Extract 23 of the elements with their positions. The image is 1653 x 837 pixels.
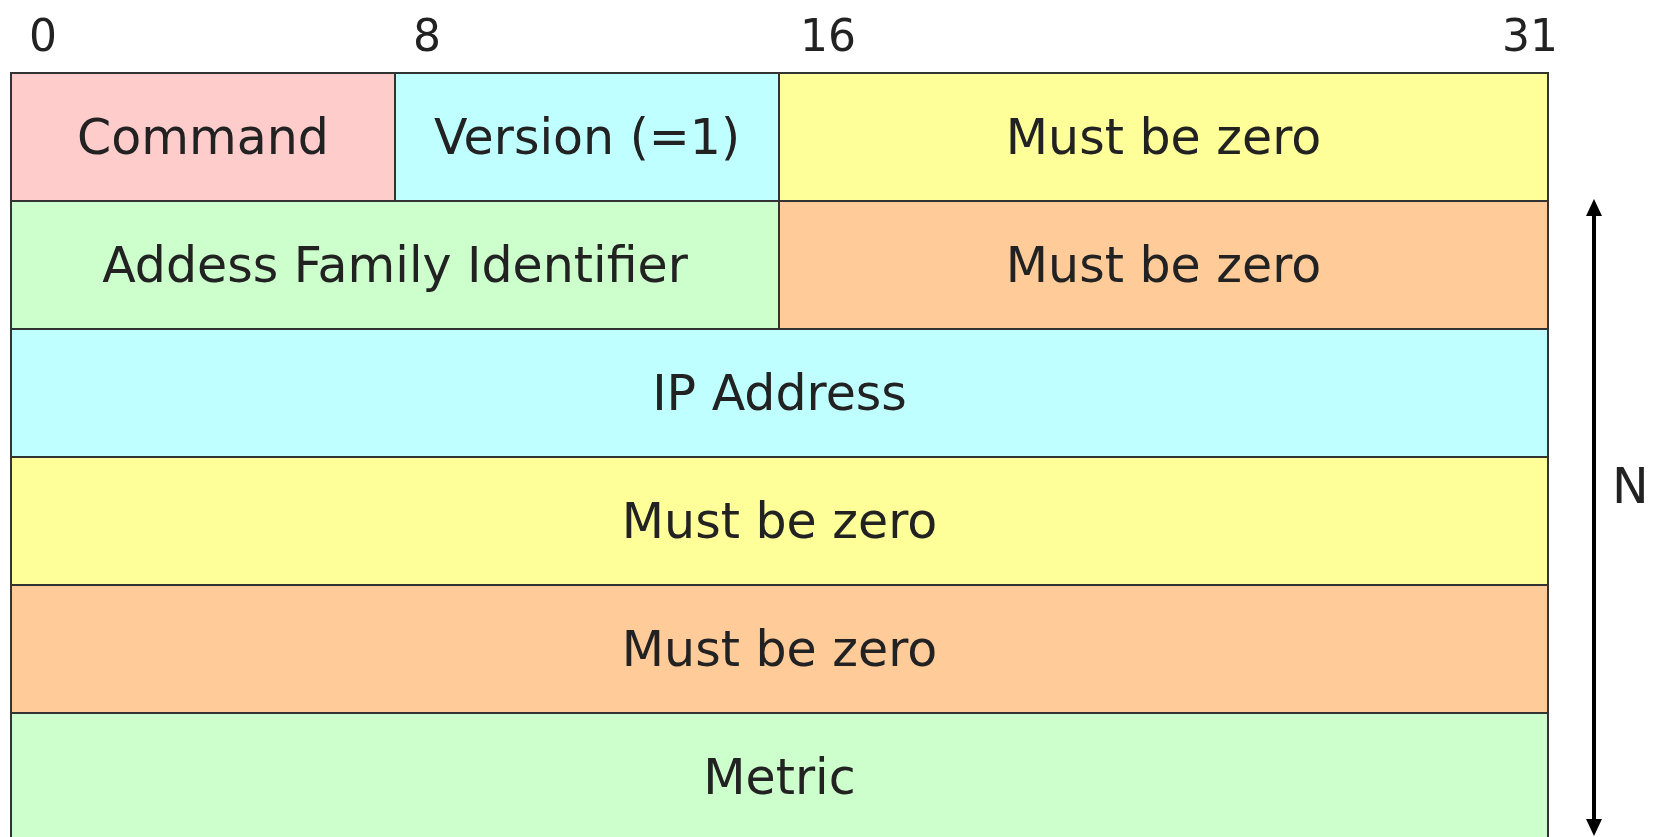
- field-name: IP Address: [652, 364, 907, 422]
- bit-number: 8: [413, 14, 441, 58]
- field-name: Command: [77, 108, 329, 166]
- repeat-count: N: [1612, 462, 1649, 511]
- field-name: Must be zero: [1005, 236, 1322, 294]
- bit-number: 0: [29, 14, 57, 58]
- packet-field: [10, 456, 1549, 586]
- field-name: Metric: [703, 748, 856, 806]
- packet-field: [10, 328, 1549, 458]
- bit-number: 16: [800, 14, 856, 58]
- bit-number: 31: [1502, 14, 1558, 58]
- packet-field: [10, 200, 780, 330]
- packet-field: [778, 72, 1549, 202]
- packet-field: [10, 72, 396, 202]
- field-name: Must be zero: [621, 620, 938, 678]
- packet-field: [394, 72, 780, 202]
- field-name: Must be zero: [621, 492, 938, 550]
- field-name: Version (=1): [433, 108, 741, 166]
- packet-field: [10, 712, 1549, 837]
- field-name: Must be zero: [1005, 108, 1322, 166]
- packet-field: [778, 200, 1549, 330]
- packet-field: [10, 584, 1549, 714]
- field-name: Addess Family Identifier: [102, 236, 688, 294]
